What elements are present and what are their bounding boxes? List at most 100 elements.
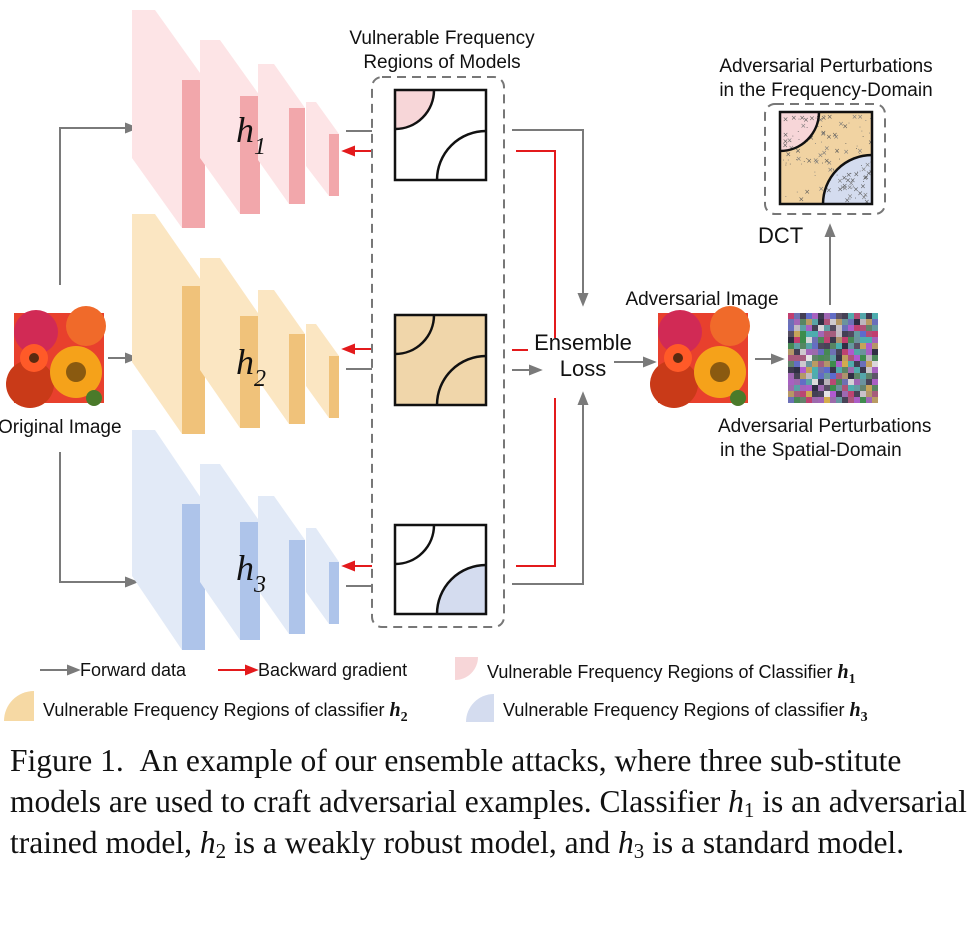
svg-text:×: ×: [845, 177, 851, 185]
svg-text:×: ×: [844, 196, 850, 204]
svg-text:×: ×: [788, 144, 794, 152]
svg-text:·: ·: [814, 168, 816, 176]
svg-text:×: ×: [857, 189, 863, 197]
ensemble-loss-label-line1: Ensemble: [534, 330, 632, 355]
freq-region-box-h1: [393, 88, 488, 182]
svg-text:·: ·: [865, 117, 867, 125]
svg-text:×: ×: [838, 120, 844, 128]
svg-text:·: ·: [792, 133, 794, 141]
svg-text:·: ·: [785, 162, 787, 170]
svg-text:×: ×: [783, 138, 789, 146]
classifier-h2-network: [132, 214, 339, 434]
svg-text:×: ×: [809, 114, 815, 122]
model-h1-label: h1: [236, 110, 266, 160]
svg-text:·: ·: [851, 184, 853, 192]
svg-text:×: ×: [842, 184, 848, 192]
vuln-regions-title-line1: Vulnerable Frequency: [349, 28, 535, 49]
svg-text:×: ×: [865, 161, 871, 169]
svg-text:×: ×: [853, 186, 859, 194]
svg-text:×: ×: [850, 176, 856, 184]
svg-text:×: ×: [843, 148, 849, 156]
svg-text:×: ×: [791, 114, 797, 122]
legend: Forward data Backward gradient Vulnerabl…: [4, 657, 868, 725]
svg-text:·: ·: [850, 170, 852, 178]
svg-text:·: ·: [815, 115, 817, 123]
spatial-pert-title-line2: in the Spatial-Domain: [720, 440, 902, 461]
svg-text:×: ×: [832, 131, 838, 139]
svg-text:·: ·: [787, 156, 789, 164]
svg-text:×: ×: [852, 113, 858, 121]
classifier-h1-network: [132, 10, 339, 228]
freq-pert-title-line2: in the Frequency-Domain: [719, 80, 932, 101]
legend-region1-label: Vulnerable Frequency Regions of Classifi…: [487, 661, 856, 687]
svg-text:×: ×: [847, 184, 853, 192]
svg-text:×: ×: [868, 168, 874, 176]
svg-text:×: ×: [826, 187, 832, 195]
svg-text:·: ·: [782, 156, 784, 164]
svg-text:×: ×: [863, 191, 869, 199]
freq-region-box-h2: [393, 313, 488, 407]
svg-text:×: ×: [862, 174, 868, 182]
svg-text:×: ×: [824, 144, 830, 152]
frequency-perturbation-image: ××····××··×××·×··××·×××··×·××·××××·×··××…: [778, 110, 874, 206]
original-image-label: Original Image: [0, 417, 122, 438]
svg-text:×: ×: [804, 188, 810, 196]
svg-text:·: ·: [803, 158, 805, 166]
svg-text:×: ×: [783, 131, 789, 139]
legend-backward-label: Backward gradient: [258, 660, 407, 680]
legend-region2-swatch: [4, 691, 34, 721]
freq-pert-container: [764, 103, 886, 215]
svg-text:×: ×: [853, 171, 859, 179]
region-to-loss-links: [512, 129, 589, 585]
svg-text:·: ·: [817, 123, 819, 131]
svg-text:×: ×: [868, 139, 874, 147]
svg-text:·: ·: [798, 115, 800, 123]
svg-text:×: ×: [857, 147, 863, 155]
svg-text:·: ·: [820, 139, 822, 147]
svg-text:·: ·: [862, 178, 864, 186]
adversarial-image: [650, 306, 750, 408]
svg-text:×: ×: [821, 149, 827, 157]
svg-text:×: ×: [821, 129, 827, 137]
svg-text:·: ·: [796, 148, 798, 156]
svg-text:×: ×: [826, 159, 832, 167]
svg-text:·: ·: [849, 196, 851, 204]
svg-text:·: ·: [870, 115, 872, 123]
ensemble-loss-label-line2: Loss: [560, 356, 606, 381]
svg-text:×: ×: [818, 116, 824, 124]
svg-text:×: ×: [841, 174, 847, 182]
svg-text:·: ·: [785, 193, 787, 201]
svg-text:·: ·: [854, 194, 856, 202]
dct-label: DCT: [758, 223, 803, 248]
legend-region1-swatch: [455, 657, 478, 680]
svg-text:·: ·: [821, 159, 823, 167]
svg-text:×: ×: [834, 147, 840, 155]
svg-text:×: ×: [783, 116, 789, 124]
svg-text:·: ·: [839, 155, 841, 163]
svg-text:·: ·: [870, 159, 872, 167]
svg-text:·: ·: [868, 129, 870, 137]
svg-text:·: ·: [862, 133, 864, 141]
svg-text:·: ·: [832, 166, 834, 174]
svg-text:×: ×: [814, 158, 820, 166]
svg-text:·: ·: [853, 183, 855, 191]
svg-text:·: ·: [806, 138, 808, 146]
svg-text:×: ×: [837, 185, 843, 193]
svg-text:×: ×: [857, 113, 863, 121]
svg-text:·: ·: [833, 167, 835, 175]
svg-text:·: ·: [785, 159, 787, 167]
svg-text:×: ×: [803, 116, 809, 124]
svg-text:×: ×: [837, 177, 843, 185]
svg-text:×: ×: [800, 122, 806, 130]
svg-text:·: ·: [859, 150, 861, 158]
svg-text:·: ·: [797, 128, 799, 136]
svg-text:×: ×: [824, 157, 830, 165]
svg-text:×: ×: [840, 184, 846, 192]
legend-region3-swatch: [466, 694, 494, 722]
svg-text:·: ·: [860, 162, 862, 170]
svg-text:×: ×: [842, 182, 848, 190]
svg-text:·: ·: [814, 140, 816, 148]
svg-text:×: ×: [782, 142, 788, 150]
classifier-h3-network: [132, 430, 339, 650]
svg-text:·: ·: [789, 138, 791, 146]
